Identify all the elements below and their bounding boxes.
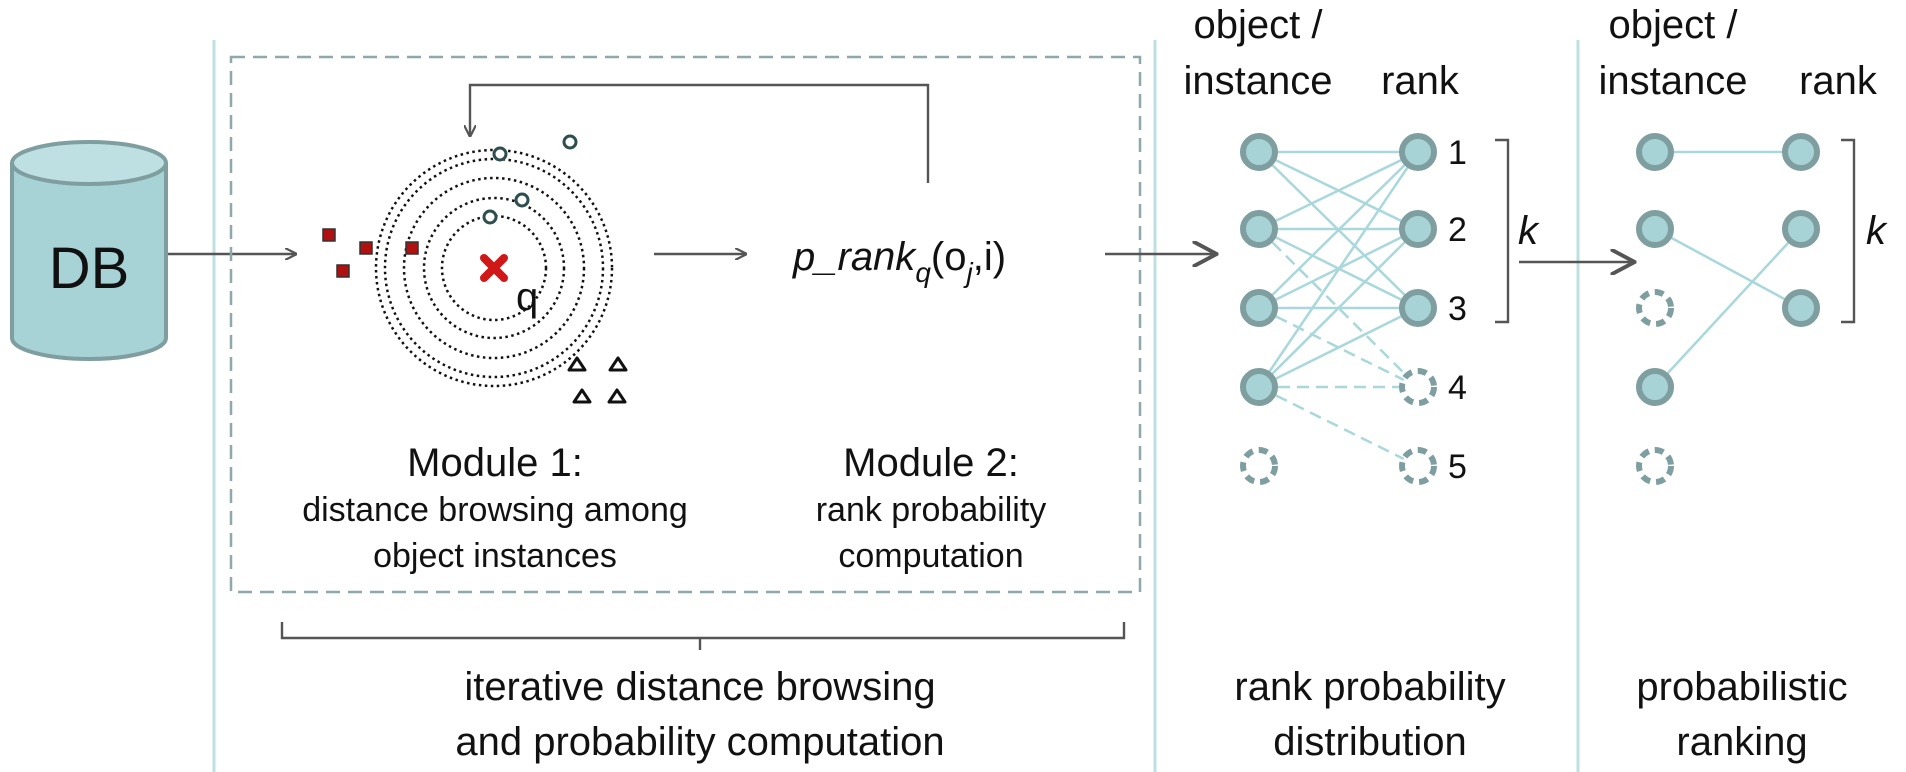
ranking-rank-node: [1782, 133, 1820, 171]
dist-object-node: [1240, 133, 1278, 171]
dist-caption-line1: rank probability: [1234, 665, 1505, 709]
distance-circles: [374, 148, 614, 388]
dist-edges-dashed: [1258, 228, 1419, 468]
formula-p-rank: p_rank: [792, 235, 917, 279]
ranking-edges: [1654, 150, 1802, 388]
dist-header-object-line1: object /: [1194, 3, 1324, 47]
ranking-caption-line1: probabilistic: [1636, 665, 1847, 709]
ranking-rank-node: [1782, 210, 1820, 248]
iteration-caption-line1: iterative distance browsing: [464, 665, 935, 709]
ranking-object-nodes: [1636, 133, 1674, 485]
dist-header-rank: rank: [1381, 59, 1460, 103]
square-objects: [322, 228, 419, 278]
database-cylinder-icon: [10, 140, 168, 361]
dist-rank-node: [1399, 210, 1437, 248]
ranking-caption-line2: ranking: [1676, 720, 1807, 764]
ranking-object-node: [1636, 368, 1674, 406]
module2-desc-line2: computation: [838, 537, 1023, 575]
formula-subscript-q: q: [915, 257, 931, 288]
module2-title: Module 2:: [843, 441, 1019, 485]
dist-object-node: [1240, 210, 1278, 248]
feedback-arrow: [470, 83, 930, 183]
rank-number-4: 4: [1448, 369, 1467, 407]
module-box: [229, 55, 1142, 594]
rank-number-2: 2: [1448, 211, 1467, 249]
dist-rank-node-empty: [1399, 447, 1437, 485]
db-label: DB: [49, 236, 130, 301]
ranking-object-node-empty: [1636, 447, 1674, 485]
dist-edges-solid: [1257, 150, 1420, 389]
module1-desc-line2: object instances: [373, 537, 617, 575]
query-point-cross-icon: [480, 254, 508, 282]
ranking-k-label: k: [1866, 209, 1888, 253]
module1-title: Module 1:: [407, 441, 583, 485]
dist-rank-node: [1399, 133, 1437, 171]
formula-open: (o: [931, 235, 967, 279]
dist-rank-node: [1399, 289, 1437, 327]
iteration-caption-line2: and probability computation: [455, 720, 944, 764]
ranking-rank-nodes: [1782, 133, 1820, 327]
dist-object-node-empty: [1240, 447, 1278, 485]
module1-desc-line1: distance browsing among: [302, 491, 688, 529]
dist-header-object-line2: instance: [1184, 59, 1333, 103]
circle-objects: [482, 134, 578, 225]
triangle-objects: [567, 356, 628, 404]
rank-header-object-line2: instance: [1599, 59, 1748, 103]
ranking-object-node: [1636, 210, 1674, 248]
formula-rest: ,i): [973, 235, 1006, 279]
dist-rank-node-empty: [1399, 368, 1437, 406]
dist-topk-bracket: [1495, 138, 1510, 324]
ranking-object-node-empty: [1636, 289, 1674, 327]
rank-number-3: 3: [1448, 290, 1467, 328]
rank-number-5: 5: [1448, 448, 1467, 486]
dist-rank-nodes: [1399, 133, 1437, 485]
rank-probability-formula: p_rankq(oj,i): [792, 235, 1006, 288]
rank-header-object-line1: object /: [1609, 3, 1739, 47]
rank-number-1: 1: [1448, 134, 1467, 172]
ranking-object-node: [1636, 133, 1674, 171]
ranking-topk-bracket: [1841, 138, 1856, 324]
dist-object-node: [1240, 289, 1278, 327]
dist-object-nodes: [1240, 133, 1278, 485]
rank-header-rank: rank: [1799, 59, 1878, 103]
ranking-rank-node: [1782, 289, 1820, 327]
query-label: q: [516, 275, 538, 319]
iteration-bracket: [280, 622, 1126, 650]
dist-object-node: [1240, 368, 1278, 406]
dist-caption-line2: distribution: [1273, 720, 1466, 764]
dist-k-label: k: [1518, 209, 1540, 253]
formula-subscript-j: j: [962, 257, 973, 288]
module2-desc-line1: rank probability: [816, 491, 1047, 529]
